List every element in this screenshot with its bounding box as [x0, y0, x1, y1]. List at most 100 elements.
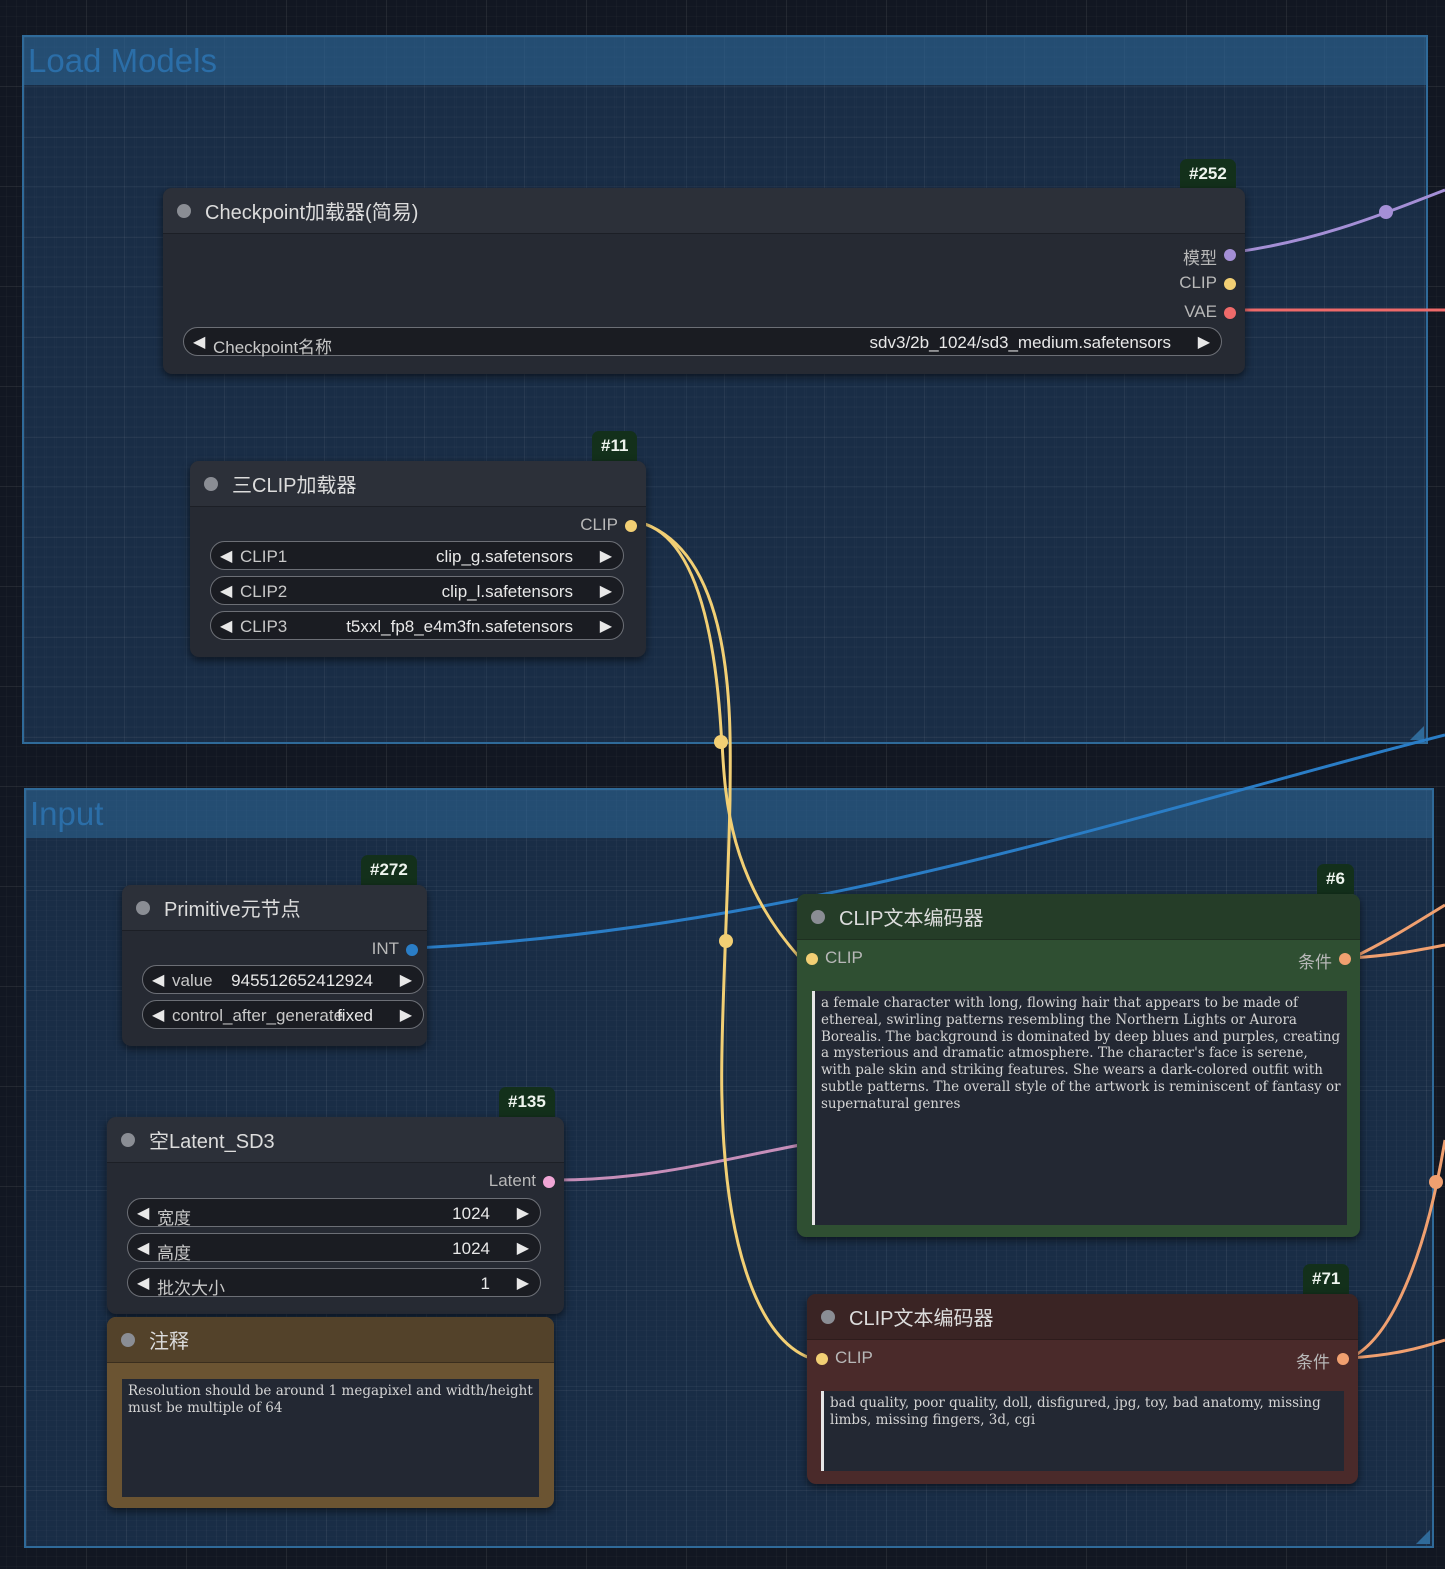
node-title: 三CLIP加载器 — [232, 475, 357, 497]
node-header[interactable]: CLIP文本编码器 — [797, 894, 1360, 940]
output-dot-icon[interactable] — [406, 944, 418, 956]
triple-clip-loader-node[interactable]: 三CLIP加载器 CLIP ◀ CLIP1 clip_g.safetensors… — [190, 461, 646, 657]
arrow-right-icon[interactable]: ▶ — [599, 618, 612, 635]
output-slot-model[interactable]: 模型 — [163, 240, 1245, 269]
control-after-generate-combo[interactable]: ◀ control_after_generate fixed ▶ — [142, 1000, 424, 1029]
clip-text-encode-negative-node[interactable]: CLIP文本编码器 CLIP 条件 bad quality, poor qual… — [807, 1294, 1358, 1484]
output-slot-latent[interactable]: Latent — [107, 1167, 564, 1196]
arrow-left-icon[interactable]: ◀ — [193, 334, 206, 351]
widget-label: control_after_generate — [172, 1006, 344, 1025]
output-dot-icon[interactable] — [1337, 1353, 1349, 1365]
arrow-right-icon[interactable]: ▶ — [399, 972, 412, 989]
widget-label: CLIP2 — [240, 582, 288, 601]
arrow-left-icon[interactable]: ◀ — [137, 1205, 150, 1222]
node-id-badge: #71 — [1303, 1264, 1350, 1294]
node-id-badge: #252 — [1180, 159, 1236, 189]
clip-text-encode-positive-node[interactable]: CLIP文本编码器 CLIP 条件 a female character wit… — [797, 894, 1360, 1237]
primitive-node[interactable]: Primitive元节点 INT ◀ value 945512652412924… — [122, 885, 427, 1046]
output-dot-icon[interactable] — [1339, 953, 1351, 965]
checkpoint-loader-node[interactable]: Checkpoint加载器(简易) 模型 CLIP VAE ◀ Checkpoi… — [163, 188, 1245, 374]
batch-size-number[interactable]: ◀ 批次大小 1 ▶ — [127, 1268, 541, 1298]
widget-value: 945512652412924 — [231, 971, 373, 990]
node-header[interactable]: 三CLIP加载器 — [190, 461, 646, 507]
io-slot-row: CLIP 条件 — [797, 944, 1360, 973]
node-header[interactable]: Primitive元节点 — [122, 885, 427, 931]
width-number[interactable]: ◀ 宽度 1024 ▶ — [127, 1198, 541, 1228]
widget-label: 宽度 — [157, 1209, 191, 1228]
node-title: 空Latent_SD3 — [149, 1131, 275, 1153]
negative-prompt-textarea[interactable]: bad quality, poor quality, doll, disfigu… — [821, 1391, 1344, 1471]
input-dot-icon[interactable] — [816, 1353, 828, 1365]
output-slot-int[interactable]: INT — [122, 935, 427, 964]
node-title: CLIP文本编码器 — [849, 1308, 994, 1330]
node-header[interactable]: Checkpoint加载器(简易) — [163, 188, 1245, 234]
widget-label: CLIP3 — [240, 617, 288, 636]
collapse-dot-icon[interactable] — [136, 900, 150, 915]
arrow-right-icon[interactable]: ▶ — [399, 1007, 412, 1024]
seed-value-number[interactable]: ◀ value 945512652412924 ▶ — [142, 965, 424, 994]
collapse-dot-icon[interactable] — [821, 1309, 835, 1324]
io-slot-row: CLIP 条件 — [807, 1344, 1358, 1373]
group-title[interactable]: Load Models — [24, 37, 1426, 85]
clip3-combo[interactable]: ◀ CLIP3 t5xxl_fp8_e4m3fn.safetensors ▶ — [210, 611, 624, 640]
output-slot-clip[interactable]: CLIP — [190, 511, 646, 540]
node-id-badge: #6 — [1317, 864, 1354, 894]
input-dot-icon[interactable] — [806, 953, 818, 965]
node-id-badge: #272 — [361, 855, 417, 885]
node-header[interactable]: 注释 — [107, 1317, 554, 1363]
arrow-right-icon[interactable]: ▶ — [516, 1205, 529, 1222]
collapse-dot-icon[interactable] — [204, 476, 218, 491]
clip1-combo[interactable]: ◀ CLIP1 clip_g.safetensors ▶ — [210, 541, 624, 570]
arrow-right-icon[interactable]: ▶ — [599, 583, 612, 600]
prompt-textarea[interactable]: a female character with long, flowing ha… — [812, 991, 1347, 1225]
checkpoint-name-combo[interactable]: ◀ Checkpoint名称 sdv3/2b_1024/sd3_medium.s… — [183, 327, 1222, 357]
node-header[interactable]: 空Latent_SD3 — [107, 1117, 564, 1163]
slot-label: VAE — [1184, 302, 1217, 321]
output-slot-vae[interactable]: VAE — [163, 298, 1245, 327]
slot-label: CLIP — [1179, 273, 1217, 292]
widget-value: 1024 — [452, 1204, 490, 1223]
group-resize-handle[interactable] — [1416, 1530, 1430, 1544]
node-id-badge: #11 — [592, 431, 638, 461]
output-dot-icon[interactable] — [625, 520, 637, 532]
widget-value: clip_l.safetensors — [441, 582, 573, 601]
arrow-left-icon[interactable]: ◀ — [137, 1275, 150, 1292]
arrow-right-icon[interactable]: ▶ — [1197, 334, 1210, 351]
widget-label: 高度 — [157, 1244, 191, 1263]
arrow-right-icon[interactable]: ▶ — [599, 548, 612, 565]
output-dot-icon[interactable] — [1224, 249, 1236, 261]
collapse-dot-icon[interactable] — [811, 909, 825, 924]
output-slot-clip[interactable]: CLIP — [163, 269, 1245, 298]
group-resize-handle[interactable] — [1410, 726, 1424, 740]
widget-label: 批次大小 — [157, 1279, 225, 1298]
collapse-dot-icon[interactable] — [177, 203, 191, 218]
widget-value: sdv3/2b_1024/sd3_medium.safetensors — [869, 333, 1171, 352]
output-dot-icon[interactable] — [1224, 307, 1236, 319]
output-dot-icon[interactable] — [1224, 278, 1236, 290]
height-number[interactable]: ◀ 高度 1024 ▶ — [127, 1233, 541, 1263]
arrow-left-icon[interactable]: ◀ — [220, 583, 233, 600]
arrow-right-icon[interactable]: ▶ — [516, 1240, 529, 1257]
note-textarea[interactable]: Resolution should be around 1 megapixel … — [122, 1379, 539, 1497]
arrow-right-icon[interactable]: ▶ — [516, 1275, 529, 1292]
slot-label: 模型 — [1183, 249, 1217, 268]
widget-value: clip_g.safetensors — [435, 547, 573, 566]
widget-label: CLIP1 — [240, 547, 288, 566]
empty-latent-node[interactable]: 空Latent_SD3 Latent ◀ 宽度 1024 ▶ ◀ 高度 1024… — [107, 1117, 564, 1314]
node-title: 注释 — [149, 1331, 189, 1353]
widget-value: 1 — [480, 1274, 490, 1293]
group-title[interactable]: Input — [26, 790, 1432, 838]
output-dot-icon[interactable] — [543, 1176, 555, 1188]
arrow-left-icon[interactable]: ◀ — [220, 618, 233, 635]
widget-label: Checkpoint名称 — [213, 338, 333, 357]
arrow-left-icon[interactable]: ◀ — [220, 548, 233, 565]
arrow-left-icon[interactable]: ◀ — [137, 1240, 150, 1257]
slot-label: INT — [371, 939, 399, 958]
arrow-left-icon[interactable]: ◀ — [152, 1007, 165, 1024]
note-node[interactable]: 注释 Resolution should be around 1 megapix… — [107, 1317, 554, 1508]
node-header[interactable]: CLIP文本编码器 — [807, 1294, 1358, 1340]
clip2-combo[interactable]: ◀ CLIP2 clip_l.safetensors ▶ — [210, 576, 624, 605]
arrow-left-icon[interactable]: ◀ — [152, 972, 165, 989]
collapse-dot-icon[interactable] — [121, 1132, 135, 1147]
collapse-dot-icon[interactable] — [121, 1332, 135, 1347]
